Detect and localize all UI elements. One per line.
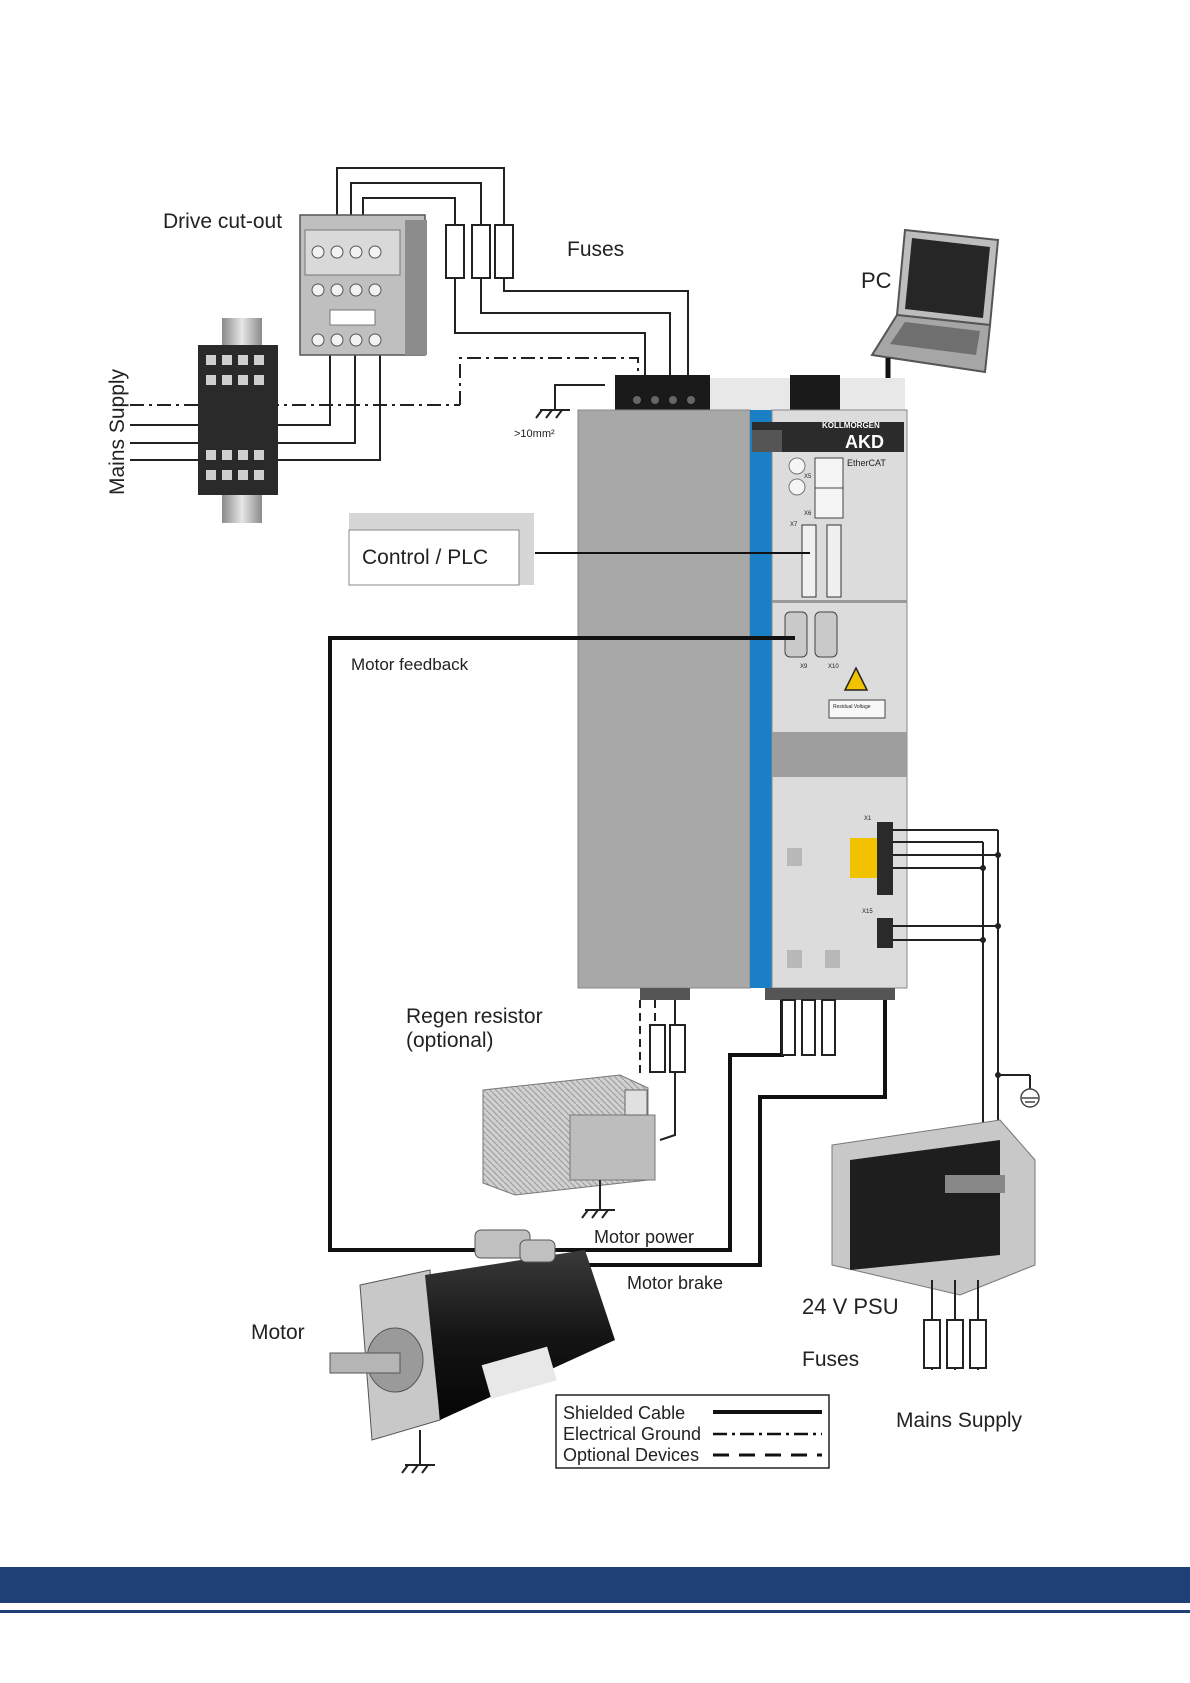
drive-bus-logo: EtherCAT <box>847 458 886 468</box>
control-plc-box: Control / PLC <box>349 513 534 585</box>
label-psu: 24 V PSU <box>802 1294 899 1319</box>
label-drive-cutout: Drive cut-out <box>163 210 282 233</box>
legend: Shielded Cable Electrical Ground Optiona… <box>556 1395 829 1468</box>
psu-24v <box>832 1120 1035 1295</box>
warning-label: Residual Voltage <box>833 704 871 710</box>
connector-x5: X5 <box>804 474 812 480</box>
label-mains-supply-left: Mains Supply <box>106 368 129 495</box>
regen-fuses <box>650 1025 685 1072</box>
akd-drive: KOLLMORGEN AKD EtherCAT X5 X6 X7 X9 X10 … <box>578 375 907 1000</box>
legend-shielded-cable: Shielded Cable <box>563 1403 685 1423</box>
pc-laptop <box>872 230 998 372</box>
motor-power-fuses <box>782 1000 835 1055</box>
label-motor-power: Motor power <box>594 1227 694 1247</box>
ground-symbol-motor <box>402 1430 435 1473</box>
connector-x6: X6 <box>804 511 812 517</box>
legend-electrical-ground: Electrical Ground <box>563 1424 701 1444</box>
label-mains-supply-right: Mains Supply <box>896 1409 1023 1432</box>
label-ground-cross-section: >10mm² <box>514 428 555 440</box>
footer-band <box>0 1567 1190 1603</box>
label-regen-resistor-2: (optional) <box>406 1029 494 1052</box>
fuses-psu <box>924 1320 986 1368</box>
label-fuses-bottom: Fuses <box>802 1348 859 1371</box>
psu-wiring <box>893 830 1030 1175</box>
connector-x7: X7 <box>790 522 798 528</box>
ground-symbol-psu <box>1021 1089 1039 1107</box>
drive-brand: KOLLMORGEN <box>822 421 880 430</box>
label-motor: Motor <box>251 1321 305 1344</box>
regen-resistor <box>483 1075 655 1195</box>
label-pc: PC <box>861 268 892 293</box>
connector-x15: X15 <box>862 909 873 915</box>
label-motor-brake: Motor brake <box>627 1273 723 1293</box>
footer-rule <box>0 1610 1190 1613</box>
label-regen-resistor-1: Regen resistor <box>406 1005 543 1028</box>
label-motor-feedback: Motor feedback <box>351 655 469 674</box>
label-fuses-top: Fuses <box>567 238 624 261</box>
control-plc-label: Control / PLC <box>362 546 488 569</box>
connector-x9: X9 <box>800 664 808 670</box>
drive-model: AKD <box>845 432 884 452</box>
terminal-block <box>198 318 278 523</box>
legend-optional-devices: Optional Devices <box>563 1445 699 1465</box>
drive-cutout-contactor <box>300 215 427 355</box>
connector-x10: X10 <box>828 664 839 670</box>
fuses-top <box>446 225 513 278</box>
connector-x1: X1 <box>864 816 872 822</box>
